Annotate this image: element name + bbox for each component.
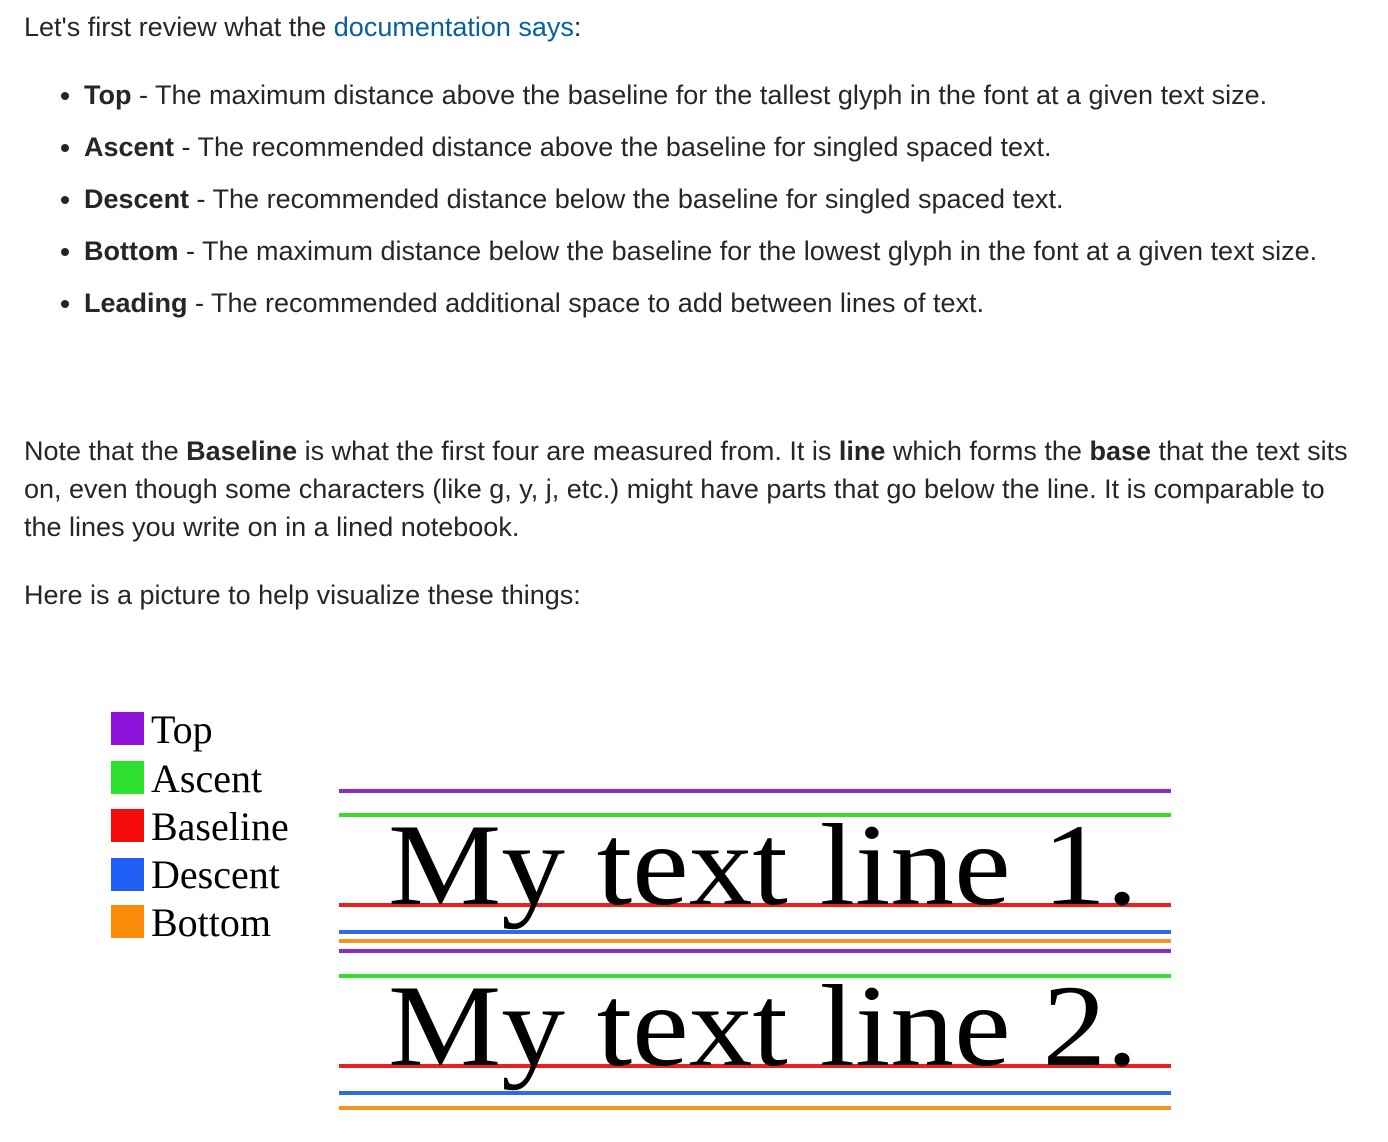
intro-paragraph: Let's first review what the documentatio… [24,8,581,46]
text-line-2-guides [339,949,1171,1110]
definition-text: - The maximum distance below the baselin… [178,236,1318,266]
definition-text: - The recommended distance below the bas… [189,184,1064,214]
legend-label-bottom: Bottom [151,900,271,945]
note-text: that the text sits on, even though some … [24,436,1348,542]
term-descent: Descent [84,184,190,214]
list-item: Ascent - The recommended distance above … [84,128,1354,166]
note-bold-line: line [838,436,886,466]
legend-label-ascent: Ascent [151,756,262,801]
intro-suffix: : [573,12,582,42]
term-bottom: Bottom [84,236,179,266]
baseline-note: Note that the Baseline is what the first… [24,432,1354,546]
legend-label-top: Top [151,707,213,752]
definition-text: - The maximum distance above the baselin… [131,80,1268,110]
legend-swatch-ascent [111,761,144,794]
documentation-link[interactable]: documentation says [333,12,574,42]
list-item: Descent - The recommended distance below… [84,180,1354,218]
definition-list: Top - The maximum distance above the bas… [24,76,1354,336]
note-bold-baseline: Baseline [186,436,298,466]
term-leading: Leading [84,288,188,318]
list-item: Leading - The recommended additional spa… [84,284,1354,322]
legend-label-descent: Descent [151,852,280,897]
legend: Top Ascent Baseline Descent Bottom [111,707,289,945]
legend-swatch-descent [111,858,144,891]
list-item: Top - The maximum distance above the bas… [84,76,1354,114]
intro-text: Let's first review what the [24,12,334,42]
picture-intro: Here is a picture to help visualize thes… [24,580,581,610]
term-top: Top [84,80,132,110]
list-item: Bottom - The maximum distance below the … [84,232,1354,270]
note-bold-base: base [1089,436,1151,466]
note-text: is what the first four are measured from… [297,436,839,466]
legend-label-baseline: Baseline [151,804,289,849]
legend-swatch-baseline [111,809,144,842]
definition-text: - The recommended distance above the bas… [174,132,1052,162]
note-text: Note that the [24,436,187,466]
legend-swatch-top [111,712,144,745]
sample-text-line-2: My text line 2. [388,962,1138,1091]
legend-swatch-bottom [111,905,144,938]
sample-text-line-1: My text line 1. [388,801,1138,930]
definition-text: - The recommended additional space to ad… [187,288,985,318]
term-ascent: Ascent [84,132,175,162]
note-text: which forms the [885,436,1090,466]
text-line-1-guides [339,789,1171,943]
